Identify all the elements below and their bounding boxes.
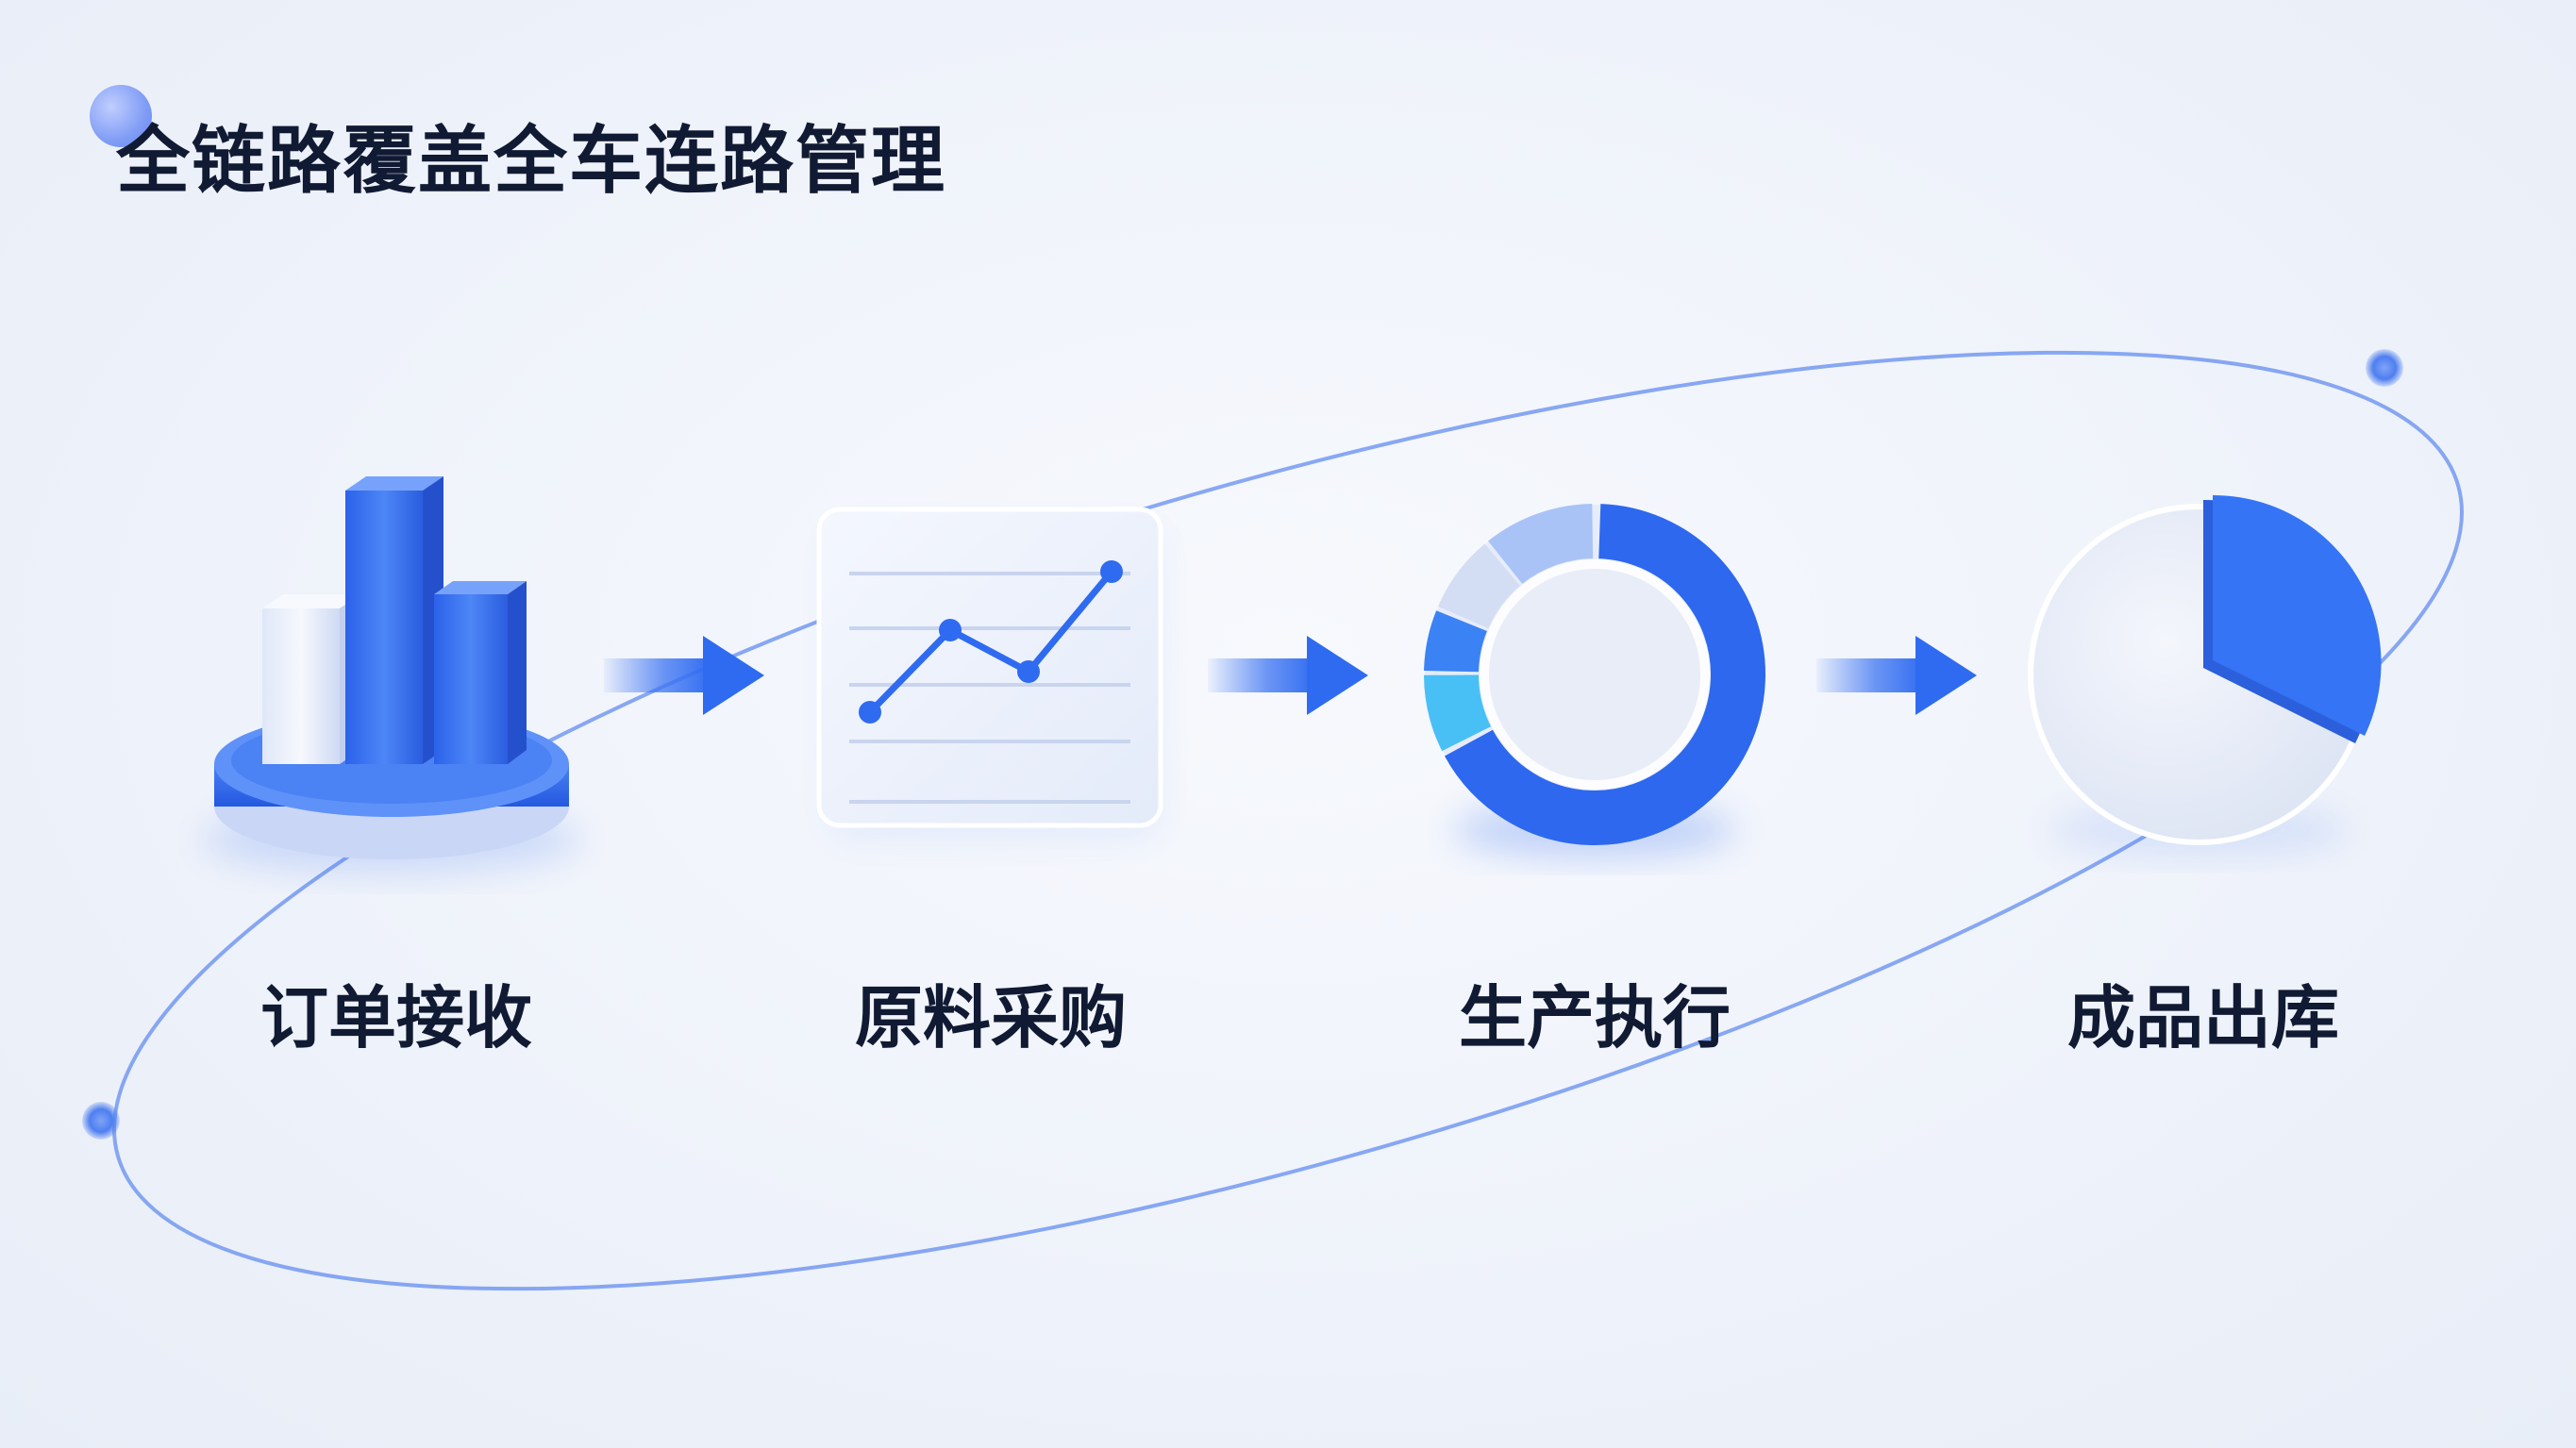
arrow-icon — [1208, 636, 1368, 715]
step-label-outbound: 成品出库 — [2066, 978, 2339, 1057]
arrow-icon — [604, 636, 764, 715]
step-label-order: 订单接收 — [259, 978, 532, 1057]
title-dot-icon — [90, 85, 152, 147]
step-label-production: 生产执行 — [1458, 978, 1731, 1057]
arrow-icon — [1816, 636, 1977, 715]
orbit-node-icon — [82, 1102, 120, 1140]
step-label-procurement: 原料采购 — [854, 978, 1127, 1057]
donut-chart-icon — [1424, 503, 1765, 858]
orbit-node-icon — [2366, 349, 2403, 387]
line-chart-icon — [816, 507, 1163, 840]
page-title: 全链路覆盖全车连路管理 — [116, 119, 947, 204]
bar-chart-icon — [203, 476, 580, 874]
pie-chart-icon — [2028, 494, 2382, 857]
orbit-ellipse — [112, 350, 2464, 1291]
